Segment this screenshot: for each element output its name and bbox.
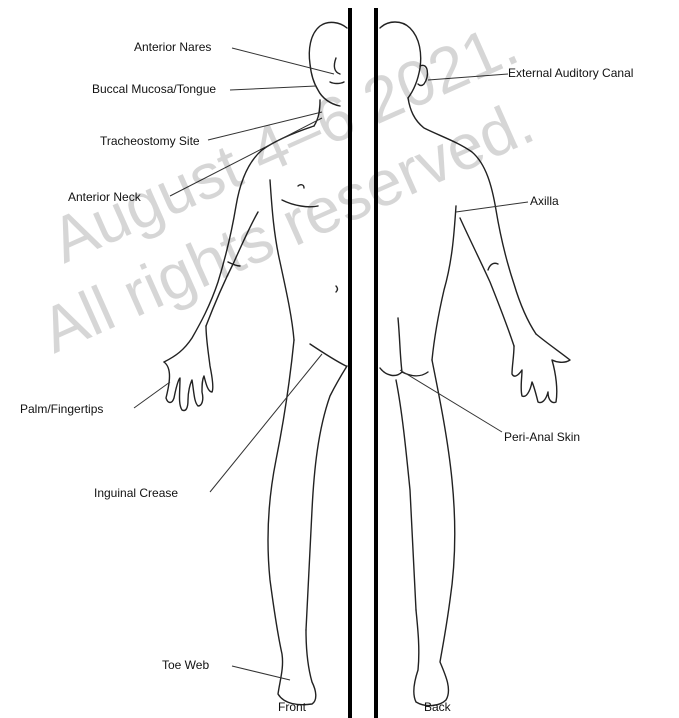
label-anterior-nares: Anterior Nares [134,40,211,54]
leader-peri-anal-skin [400,370,502,432]
label-anterior-neck: Anterior Neck [68,190,141,204]
view-label-back: Back [424,700,451,714]
label-palm-fingertips: Palm/Fingertips [20,402,103,416]
label-buccal-mucosa: Buccal Mucosa/Tongue [92,82,216,96]
label-toe-web: Toe Web [162,658,209,672]
label-inguinal-crease: Inguinal Crease [94,486,178,500]
leader-palm-fingertips [134,382,170,408]
label-external-auditory-canal: External Auditory Canal [508,66,633,80]
label-axilla: Axilla [530,194,559,208]
leader-axilla [456,202,528,212]
leader-buccal-mucosa [230,86,316,90]
label-tracheostomy-site: Tracheostomy Site [100,134,200,148]
view-label-front: Front [278,700,306,714]
leader-anterior-nares [232,48,334,74]
leader-inguinal-crease [210,354,322,492]
label-peri-anal-skin: Peri-Anal Skin [504,430,580,444]
